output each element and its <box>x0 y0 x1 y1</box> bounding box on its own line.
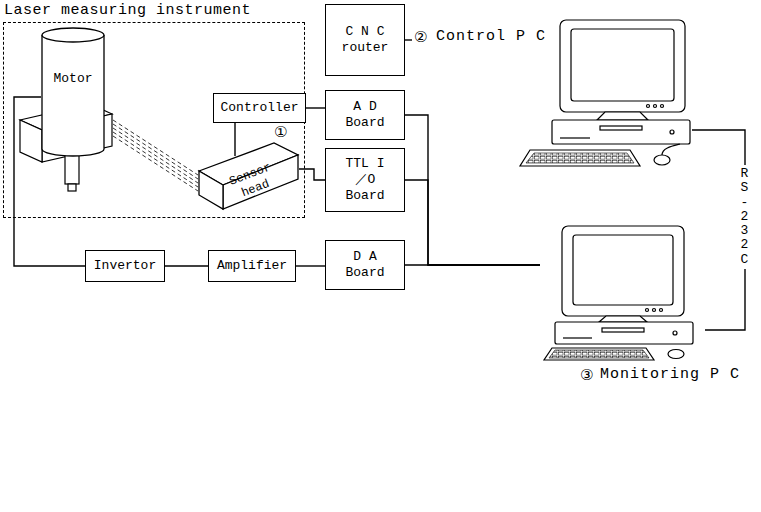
callout-number: ① <box>274 124 287 141</box>
motor-spindle <box>65 154 79 191</box>
laser-beams <box>113 120 198 191</box>
signal-wire <box>299 169 325 180</box>
node-label: Amplifier <box>217 258 287 274</box>
signal-wire <box>306 107 325 108</box>
signal-wire <box>296 265 325 266</box>
node-label: A D Board <box>345 99 385 132</box>
node-label: Monitoring P C <box>600 366 740 385</box>
signal-wire <box>405 264 540 265</box>
router-box: C N C router <box>325 4 405 76</box>
board-box: D A Board <box>325 240 405 290</box>
board-box: TTL I／O Board <box>325 148 405 212</box>
invertor-box: Invertor <box>85 250 165 282</box>
signal-wire <box>405 180 540 265</box>
interface-label: RS-232C <box>736 165 753 269</box>
control-pc: Control P C <box>412 18 692 170</box>
sensor-head: Sensor head <box>196 141 301 213</box>
instrument-group: Laser measuring instrumentMotorControlle… <box>3 22 305 218</box>
amplifier-box: Amplifier <box>208 250 296 282</box>
node-label: C N C router <box>340 24 390 57</box>
motor-cylinder: Motor <box>41 27 105 157</box>
node-label: Controller <box>220 100 298 116</box>
motor-outline <box>41 27 105 157</box>
monitoring-pc: Monitoring P C <box>540 222 705 362</box>
signal-wire <box>165 265 208 266</box>
node-label: Motor <box>53 71 92 87</box>
callout-number: ③ <box>580 367 593 384</box>
node-label: D A Board <box>345 249 385 282</box>
monitoring-pc-picture <box>544 226 693 360</box>
board-box: A D Board <box>325 90 405 140</box>
callout-number: ② <box>414 29 427 46</box>
signal-wire <box>234 123 235 156</box>
controller-box: Controller <box>213 93 306 123</box>
node-label: TTL I／O Board <box>343 156 388 205</box>
node-label: Invertor <box>94 258 156 274</box>
node-label: Laser measuring instrument <box>4 2 251 21</box>
signal-wire <box>405 39 412 40</box>
signal-wire <box>405 115 540 265</box>
node-label: Control P C <box>436 28 546 47</box>
